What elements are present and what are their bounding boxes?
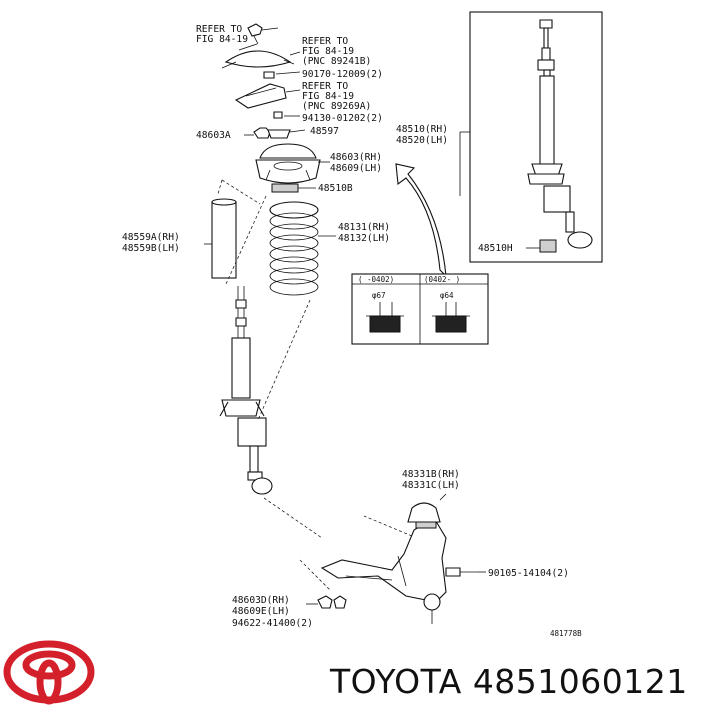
label-90105: 90105-14104(2)	[488, 568, 569, 579]
label-48510: 48510(RH)	[396, 124, 448, 135]
label-48597: 48597	[310, 126, 339, 137]
lower-control-arm	[306, 493, 486, 624]
strut-assembly	[219, 286, 273, 495]
inset-left-dim: φ67	[372, 291, 386, 300]
label-48510B: 48510B	[318, 183, 353, 194]
reference-dashes	[217, 179, 413, 591]
label-ref-top-1: REFER TO	[196, 24, 242, 35]
label-48603: 48603(RH)	[330, 152, 382, 163]
inset-right-header: (0402- )	[424, 275, 460, 284]
label-48609: 48609(LH)	[330, 163, 382, 174]
label-48132: 48132(LH)	[338, 233, 390, 244]
label-48559B: 48559B(LH)	[122, 243, 180, 254]
shock-absorber-box	[459, 11, 603, 263]
part-labels: REFER TO FIG 84-19 REFER TO FIG 84-19 (P…	[122, 24, 582, 638]
label-ref-low-2: FIG 84-19	[302, 91, 354, 102]
figure-number: 481778B	[550, 629, 582, 638]
label-48331B: 48331B(RH)	[402, 469, 460, 480]
direction-arrow	[395, 163, 447, 278]
label-ref-top-2: FIG 84-19	[196, 34, 248, 45]
label-48131: 48131(RH)	[338, 222, 390, 233]
label-94130: 94130-01202(2)	[302, 113, 383, 124]
label-48331C: 48331C(LH)	[402, 480, 460, 491]
variant-inset: ( -0402) (0402- ) φ67 φ64	[351, 273, 489, 345]
inset-left-header: ( -0402)	[358, 275, 394, 284]
label-48609E: 48609E(LH)	[232, 606, 290, 617]
label-48603D: 48603D(RH)	[232, 595, 290, 606]
label-ref-mid-2: FIG 84-19	[302, 46, 354, 57]
label-ref-low-1: REFER TO	[302, 81, 348, 92]
coil-spring	[269, 201, 336, 296]
brand-part-number: TOYOTA 4851060121	[330, 662, 688, 701]
label-48603A: 48603A	[196, 130, 231, 141]
label-ref-low-3: (PNC 89269A)	[302, 101, 371, 112]
label-94622: 94622-41400(2)	[232, 618, 313, 629]
label-48559A: 48559A(RH)	[122, 232, 180, 243]
label-ref-mid-1: REFER TO	[302, 36, 348, 47]
dust-boot	[204, 198, 237, 279]
label-ref-mid-3: (PNC 89241B)	[302, 56, 371, 67]
inset-right-dim: φ64	[440, 291, 454, 300]
toyota-logo	[3, 640, 95, 705]
top-mount-hardware	[221, 23, 330, 193]
label-48520: 48520(LH)	[396, 135, 448, 146]
label-90170: 90170-12009(2)	[302, 69, 383, 80]
label-48510H: 48510H	[478, 243, 513, 254]
